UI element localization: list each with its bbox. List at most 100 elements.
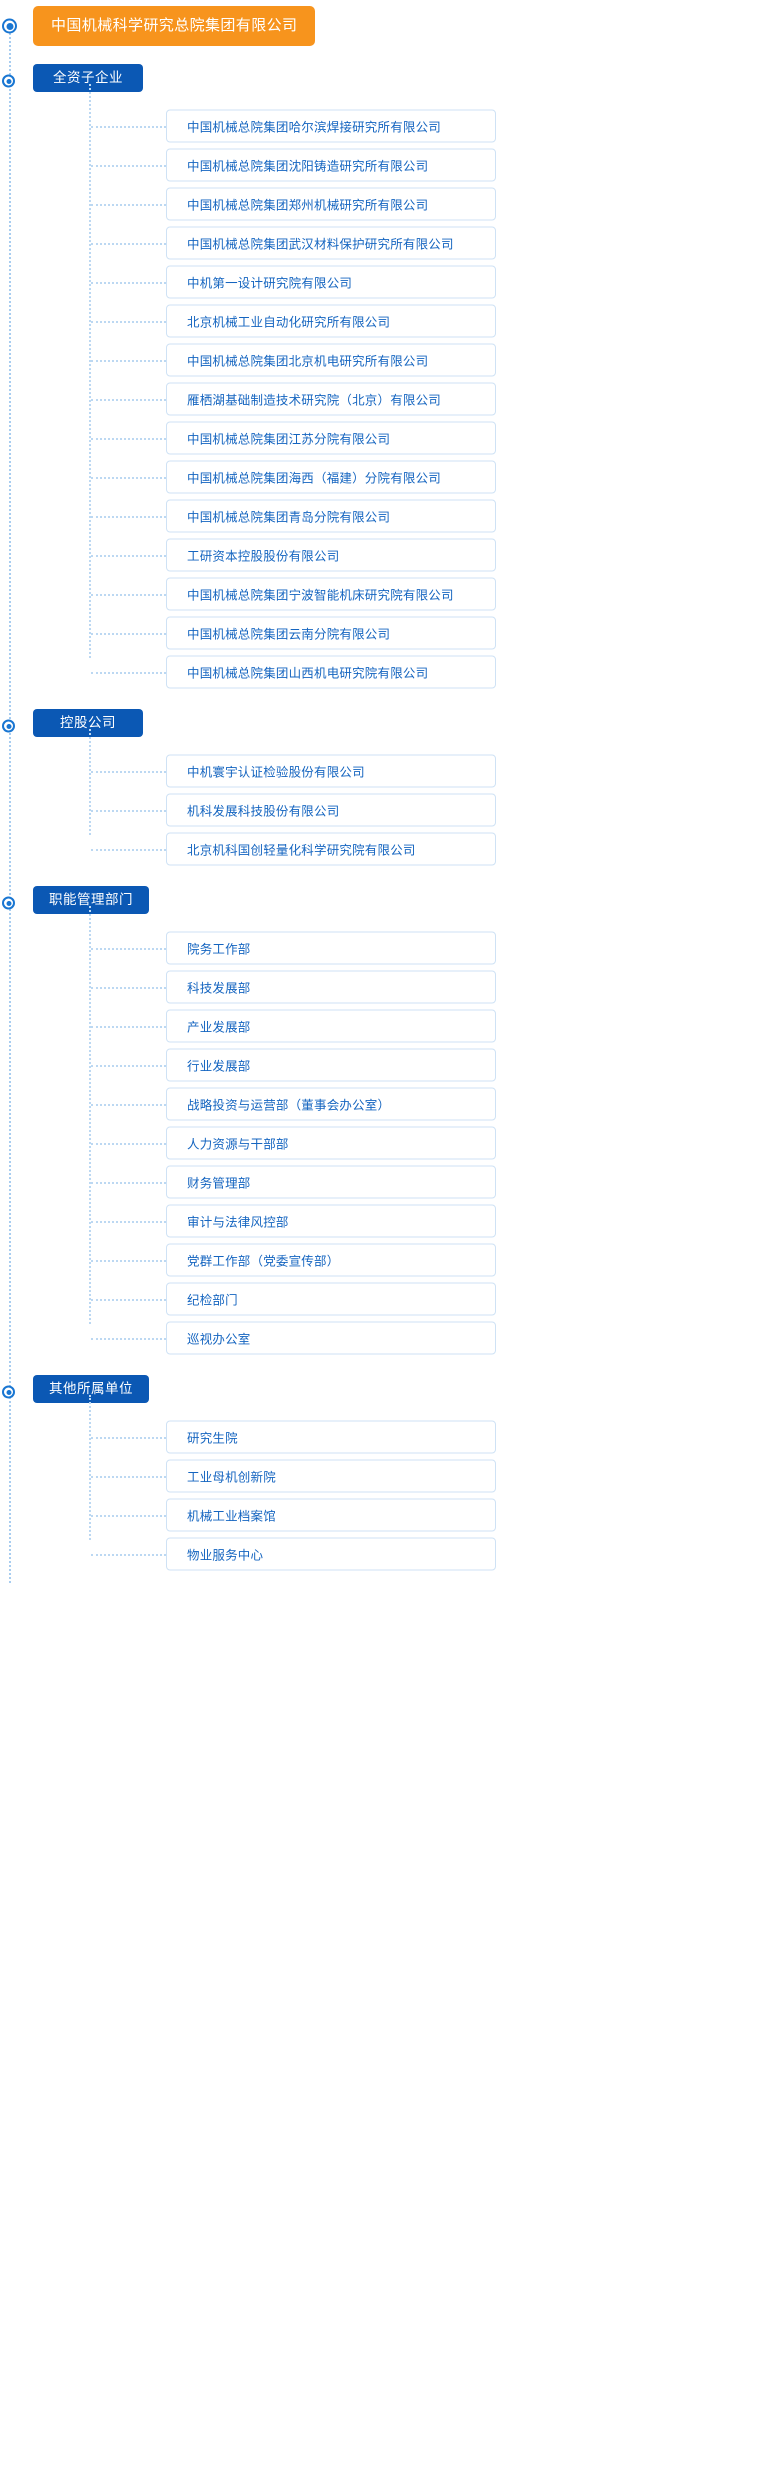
org-leaf-card[interactable]: 中国机械总院集团山西机电研究院有限公司: [166, 655, 496, 688]
group-children: 中国机械总院集团哈尔滨焊接研究所有限公司中国机械总院集团沈阳铸造研究所有限公司中…: [0, 84, 779, 691]
org-leaf-card[interactable]: 物业服务中心: [166, 1537, 496, 1570]
org-leaf-row: 中国机械总院集团江苏分院有限公司: [0, 418, 779, 457]
org-leaf-card[interactable]: 产业发展部: [166, 1009, 496, 1042]
org-leaf-card[interactable]: 财务管理部: [166, 1165, 496, 1198]
org-leaf-row: 产业发展部: [0, 1006, 779, 1045]
group-header-row: 其他所属单位: [0, 1375, 779, 1409]
leaf-connector-line: [91, 1025, 166, 1028]
group-label[interactable]: 全资子企业: [33, 64, 143, 92]
org-leaf-row: 工业母机创新院: [0, 1456, 779, 1495]
group-list: 全资子企业中国机械总院集团哈尔滨焊接研究所有限公司中国机械总院集团沈阳铸造研究所…: [0, 64, 779, 1573]
leaf-connector-line: [91, 437, 166, 440]
group-label[interactable]: 控股公司: [33, 709, 143, 737]
org-leaf-card[interactable]: 中国机械总院集团云南分院有限公司: [166, 616, 496, 649]
org-leaf-card[interactable]: 纪检部门: [166, 1282, 496, 1315]
org-leaf-row: 中国机械总院集团山西机电研究院有限公司: [0, 652, 779, 691]
leaf-connector-line: [91, 1475, 166, 1478]
leaf-connector-line: [91, 1298, 166, 1301]
org-leaf-row: 研究生院: [0, 1417, 779, 1456]
group-node-dot-icon: [2, 719, 15, 733]
leaf-connector-line: [91, 809, 166, 812]
org-leaf-card[interactable]: 巡视办公室: [166, 1321, 496, 1354]
org-leaf-card[interactable]: 中国机械总院集团宁波智能机床研究院有限公司: [166, 577, 496, 610]
org-leaf-card[interactable]: 中国机械总院集团沈阳铸造研究所有限公司: [166, 148, 496, 181]
org-leaf-card[interactable]: 北京机科国创轻量化科学研究院有限公司: [166, 832, 496, 865]
org-leaf-card[interactable]: 中国机械总院集团郑州机械研究所有限公司: [166, 187, 496, 220]
group-connector-line: [89, 84, 91, 658]
group-node-dot-icon: [2, 1385, 15, 1399]
org-chart: 中国机械科学研究总院集团有限公司 全资子企业中国机械总院集团哈尔滨焊接研究所有限…: [0, 6, 779, 1583]
leaf-connector-line: [91, 1064, 166, 1067]
org-leaf-row: 中机寰宇认证检验股份有限公司: [0, 751, 779, 790]
org-leaf-card[interactable]: 雁栖湖基础制造技术研究院（北京）有限公司: [166, 382, 496, 415]
group-header-row: 职能管理部门: [0, 886, 779, 920]
group-header-row: 全资子企业: [0, 64, 779, 98]
org-leaf-row: 党群工作部（党委宣传部）: [0, 1240, 779, 1279]
org-group: 职能管理部门院务工作部科技发展部产业发展部行业发展部战略投资与运营部（董事会办公…: [0, 886, 779, 1357]
org-leaf-card[interactable]: 审计与法律风控部: [166, 1204, 496, 1237]
leaf-connector-line: [91, 320, 166, 323]
org-leaf-card[interactable]: 行业发展部: [166, 1048, 496, 1081]
org-leaf-card[interactable]: 科技发展部: [166, 970, 496, 1003]
org-leaf-card[interactable]: 战略投资与运营部（董事会办公室）: [166, 1087, 496, 1120]
leaf-connector-line: [91, 1220, 166, 1223]
org-leaf-card[interactable]: 党群工作部（党委宣传部）: [166, 1243, 496, 1276]
group-node-dot-icon: [2, 896, 15, 910]
org-leaf-row: 中国机械总院集团青岛分院有限公司: [0, 496, 779, 535]
org-leaf-card[interactable]: 中国机械总院集团江苏分院有限公司: [166, 421, 496, 454]
leaf-connector-line: [91, 398, 166, 401]
org-leaf-row: 审计与法律风控部: [0, 1201, 779, 1240]
leaf-connector-line: [91, 476, 166, 479]
leaf-connector-line: [91, 1259, 166, 1262]
root-node-dot-icon: [2, 18, 17, 34]
org-leaf-card[interactable]: 院务工作部: [166, 931, 496, 964]
org-leaf-card[interactable]: 中国机械总院集团武汉材料保护研究所有限公司: [166, 226, 496, 259]
group-label[interactable]: 职能管理部门: [33, 886, 149, 914]
group-connector-line: [89, 729, 91, 835]
org-leaf-row: 工研资本控股股份有限公司: [0, 535, 779, 574]
org-leaf-card[interactable]: 中国机械总院集团哈尔滨焊接研究所有限公司: [166, 109, 496, 142]
group-connector-line: [89, 1395, 91, 1540]
org-leaf-row: 财务管理部: [0, 1162, 779, 1201]
org-leaf-card[interactable]: 工业母机创新院: [166, 1459, 496, 1492]
org-leaf-card[interactable]: 研究生院: [166, 1420, 496, 1453]
org-leaf-row: 中国机械总院集团云南分院有限公司: [0, 613, 779, 652]
org-leaf-row: 行业发展部: [0, 1045, 779, 1084]
leaf-connector-line: [91, 986, 166, 989]
org-group: 其他所属单位研究生院工业母机创新院机械工业档案馆物业服务中心: [0, 1375, 779, 1573]
group-children: 中机寰宇认证检验股份有限公司机科发展科技股份有限公司北京机科国创轻量化科学研究院…: [0, 729, 779, 868]
org-leaf-card[interactable]: 机械工业档案馆: [166, 1498, 496, 1531]
group-children: 院务工作部科技发展部产业发展部行业发展部战略投资与运营部（董事会办公室） 人力资源…: [0, 906, 779, 1357]
org-leaf-card[interactable]: 人力资源与干部部: [166, 1126, 496, 1159]
group-children: 研究生院工业母机创新院机械工业档案馆物业服务中心: [0, 1395, 779, 1573]
group-node-dot-icon: [2, 74, 15, 88]
group-connector-line: [89, 906, 91, 1324]
org-leaf-card[interactable]: 北京机械工业自动化研究所有限公司: [166, 304, 496, 337]
org-group: 全资子企业中国机械总院集团哈尔滨焊接研究所有限公司中国机械总院集团沈阳铸造研究所…: [0, 64, 779, 691]
leaf-connector-line: [91, 515, 166, 518]
leaf-connector-line: [91, 947, 166, 950]
leaf-connector-line: [91, 593, 166, 596]
org-leaf-row: 机械工业档案馆: [0, 1495, 779, 1534]
org-leaf-row: 中国机械总院集团北京机电研究所有限公司: [0, 340, 779, 379]
org-leaf-card[interactable]: 中国机械总院集团北京机电研究所有限公司: [166, 343, 496, 376]
org-leaf-card[interactable]: 中机寰宇认证检验股份有限公司: [166, 754, 496, 787]
org-leaf-row: 中国机械总院集团宁波智能机床研究院有限公司: [0, 574, 779, 613]
org-leaf-row: 机科发展科技股份有限公司: [0, 790, 779, 829]
org-group: 控股公司中机寰宇认证检验股份有限公司机科发展科技股份有限公司北京机科国创轻量化科…: [0, 709, 779, 868]
org-leaf-card[interactable]: 中机第一设计研究院有限公司: [166, 265, 496, 298]
org-leaf-row: 战略投资与运营部（董事会办公室）: [0, 1084, 779, 1123]
org-leaf-card[interactable]: 中国机械总院集团海西（福建）分院有限公司: [166, 460, 496, 493]
leaf-connector-line: [91, 164, 166, 167]
org-leaf-card[interactable]: 中国机械总院集团青岛分院有限公司: [166, 499, 496, 532]
leaf-connector-line: [91, 1514, 166, 1517]
leaf-connector-line: [91, 359, 166, 362]
leaf-connector-line: [91, 1337, 166, 1340]
org-leaf-card[interactable]: 工研资本控股股份有限公司: [166, 538, 496, 571]
root-node-row: 中国机械科学研究总院集团有限公司: [0, 6, 779, 46]
group-label[interactable]: 其他所属单位: [33, 1375, 149, 1403]
root-connector-line: [9, 26, 11, 1583]
org-leaf-row: 中国机械总院集团哈尔滨焊接研究所有限公司: [0, 106, 779, 145]
root-node-label[interactable]: 中国机械科学研究总院集团有限公司: [33, 6, 316, 46]
org-leaf-card[interactable]: 机科发展科技股份有限公司: [166, 793, 496, 826]
